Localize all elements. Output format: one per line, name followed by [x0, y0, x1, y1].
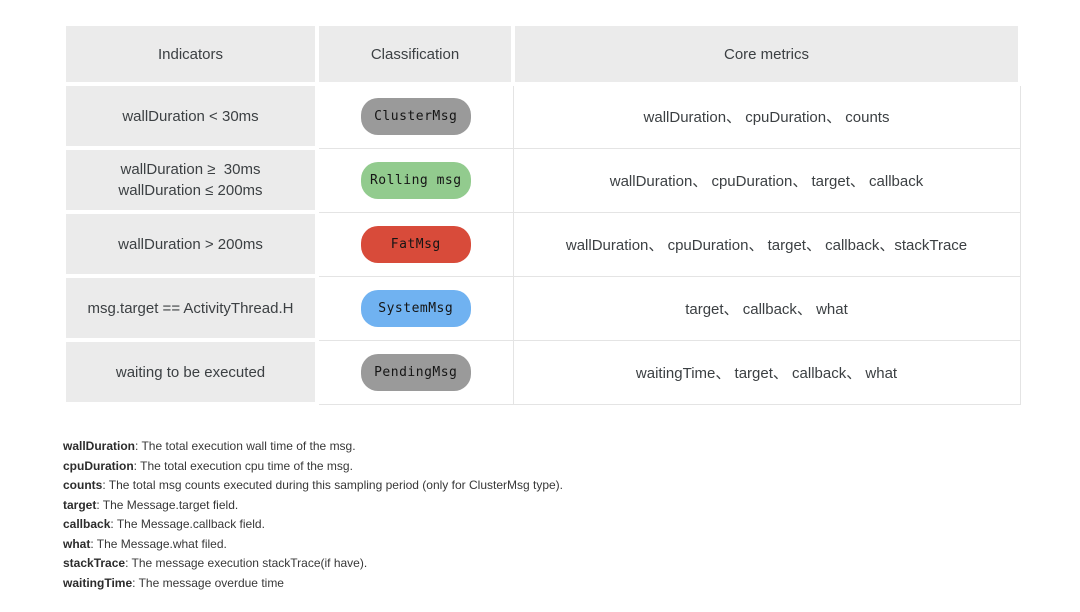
definition-line: counts: The total msg counts executed du…: [63, 476, 1080, 496]
table-row-fatmsg: wallDuration > 200ms FatMsg wallDuration…: [62, 210, 1021, 278]
metrics-cell: wallDuration、 cpuDuration、 target、 callb…: [512, 147, 1021, 213]
classification-badge: FatMsg: [360, 225, 471, 263]
definition-text: : The message overdue time: [132, 575, 284, 590]
definition-line: wallDuration: The total execution wall t…: [63, 437, 1080, 457]
metric-definitions: wallDuration: The total execution wall t…: [63, 437, 1080, 593]
definition-text: : The Message.what filed.: [90, 536, 227, 551]
column-header-indicators: Indicators: [62, 22, 319, 86]
definition-line: callback: The Message.callback field.: [63, 515, 1080, 535]
classification-cell: FatMsg: [316, 211, 514, 277]
definition-text: : The Message.target field.: [96, 497, 239, 512]
classification-cell: ClusterMsg: [316, 83, 514, 149]
metrics-cell: wallDuration、 cpuDuration、 counts: [512, 83, 1021, 149]
definition-term: callback: [63, 517, 111, 531]
indicator-cell: waiting to be executed: [62, 338, 319, 406]
definition-term: counts: [63, 478, 103, 492]
definition-text: : The message execution stackTrace(if ha…: [125, 556, 368, 570]
definition-text: : The total execution wall time of the m…: [135, 439, 356, 453]
definition-term: stackTrace: [63, 556, 126, 570]
classification-table: Indicators Classification Core metrics w…: [62, 22, 1022, 406]
indicator-cell: msg.target == ActivityThread.H: [62, 274, 319, 342]
indicator-cell: wallDuration > 200ms: [62, 210, 319, 278]
table-row-clustermsg: wallDuration < 30ms ClusterMsg wallDurat…: [62, 82, 1021, 150]
classification-badge: Rolling msg: [360, 161, 471, 199]
classification-badge: SystemMsg: [360, 289, 471, 327]
definition-text: : The Message.callback field.: [110, 517, 265, 531]
classification-cell: SystemMsg: [316, 275, 514, 341]
column-header-core-metrics: Core metrics: [511, 22, 1022, 86]
definition-text: : The total msg counts executed during t…: [102, 478, 564, 492]
definition-line: what: The Message.what filed.: [63, 535, 1080, 555]
definition-line: cpuDuration: The total execution cpu tim…: [63, 457, 1080, 477]
definition-term: what: [63, 536, 91, 551]
definition-line: stackTrace: The message execution stackT…: [63, 554, 1080, 574]
metrics-cell: waitingTime、 target、 callback、 what: [512, 339, 1021, 405]
classification-cell: Rolling msg: [316, 147, 514, 213]
header-row: Indicators Classification Core metrics: [62, 22, 1022, 86]
indicator-cell: wallDuration ≥ 30ms wallDuration ≤ 200ms: [62, 146, 319, 214]
column-header-classification: Classification: [315, 22, 515, 86]
metrics-cell: target、 callback、 what: [512, 275, 1021, 341]
classification-cell: PendingMsg: [316, 339, 514, 405]
definition-term: cpuDuration: [63, 458, 134, 473]
metrics-cell: wallDuration、 cpuDuration、 target、 callb…: [512, 211, 1021, 277]
definition-term: waitingTime: [63, 575, 133, 590]
classification-badge: ClusterMsg: [360, 98, 471, 136]
indicator-cell: wallDuration < 30ms: [62, 82, 319, 150]
classification-badge: PendingMsg: [360, 353, 471, 391]
table-row-rollingmsg: wallDuration ≥ 30ms wallDuration ≤ 200ms…: [62, 146, 1021, 214]
definition-line: waitingTime: The message overdue time: [63, 574, 1080, 594]
definition-term: wallDuration: [63, 439, 136, 453]
table-row-pendingmsg: waiting to be executed PendingMsg waitin…: [62, 338, 1021, 406]
definition-line: target: The Message.target field.: [63, 496, 1080, 516]
table-row-systemmsg: msg.target == ActivityThread.H SystemMsg…: [62, 274, 1021, 342]
definition-term: target: [63, 497, 97, 512]
definition-text: : The total execution cpu time of the ms…: [133, 458, 353, 473]
